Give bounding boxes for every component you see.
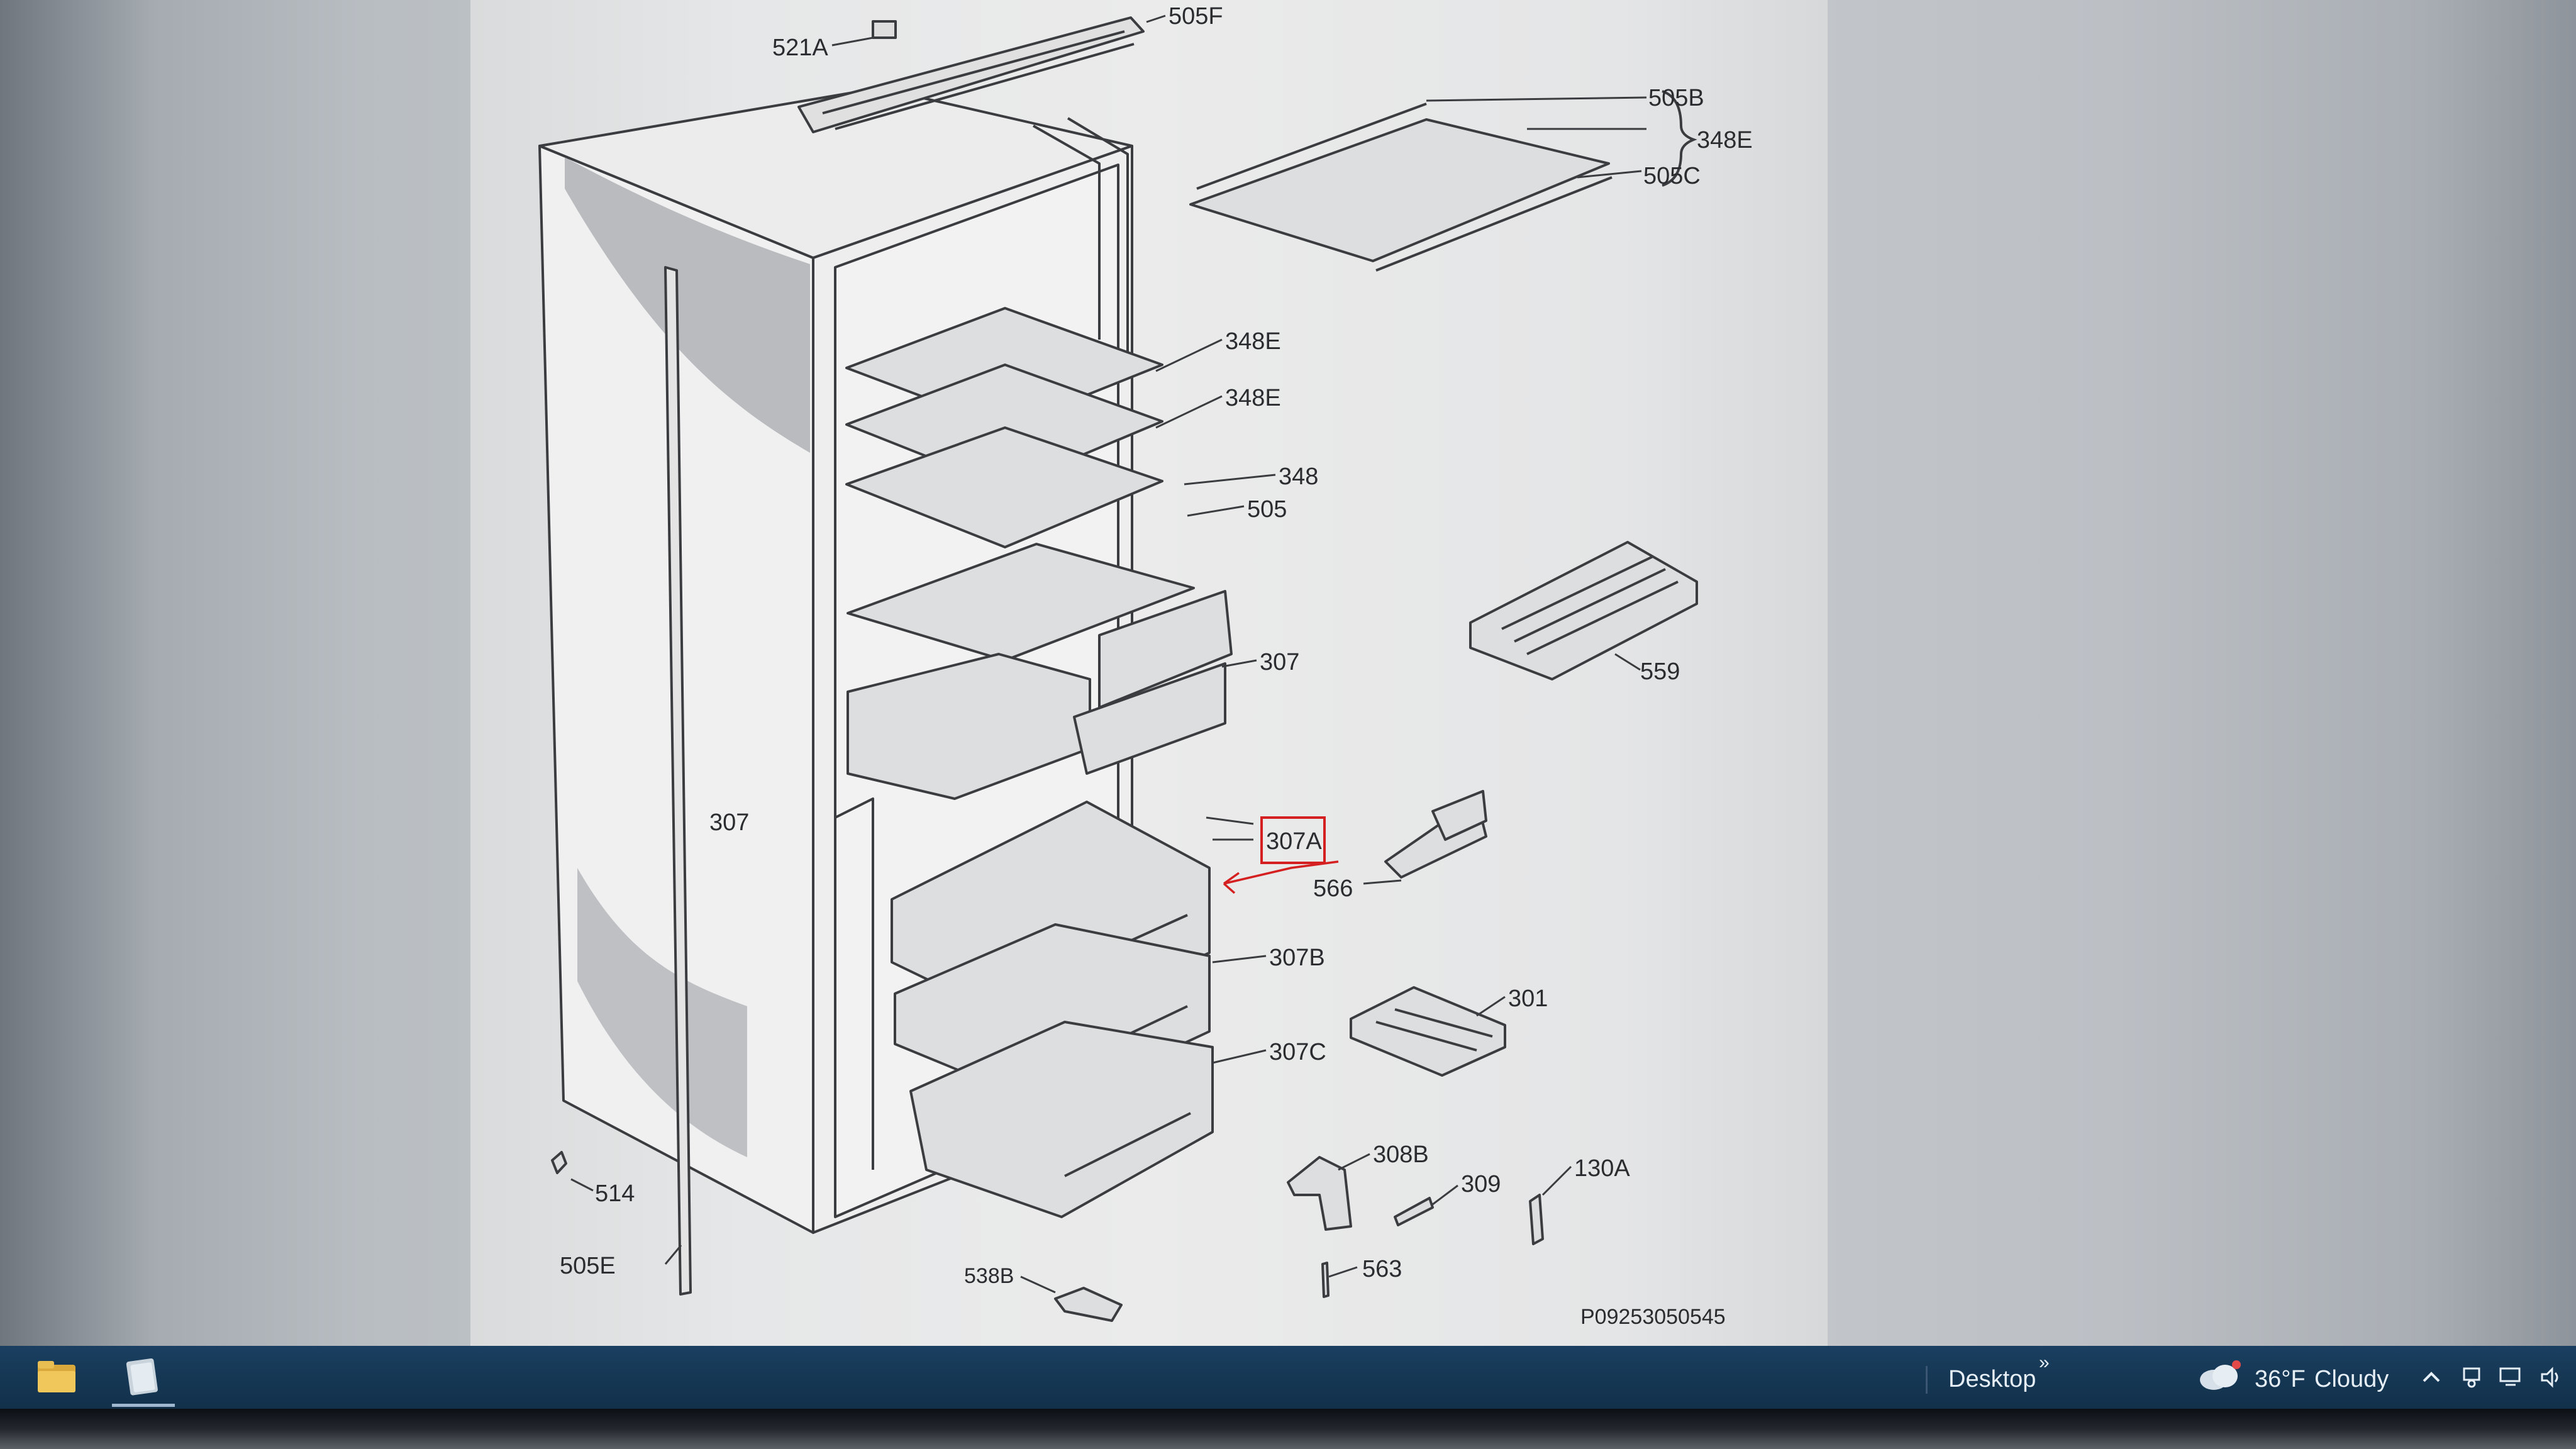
door-seal-strip	[664, 266, 692, 1296]
display-icon[interactable]	[2498, 1365, 2523, 1390]
toolbar-separator	[1926, 1366, 1928, 1394]
cover-538b	[1054, 1287, 1123, 1322]
label-307-left: 307	[709, 809, 749, 836]
cabinet-shelves	[845, 307, 1195, 662]
network-icon[interactable]	[2459, 1365, 2484, 1390]
file-explorer-icon[interactable]	[33, 1353, 80, 1401]
top-vent-panel	[797, 16, 1145, 133]
label-348: 348	[1279, 464, 1318, 490]
pin-563	[1321, 1262, 1330, 1298]
label-505c: 505C	[1643, 163, 1701, 189]
weather-condition[interactable]: Cloudy	[2314, 1366, 2389, 1392]
part-309	[1394, 1197, 1434, 1226]
ice-scraper-566	[1384, 790, 1487, 879]
hinge-308b	[1287, 1156, 1352, 1231]
label-309: 309	[1461, 1171, 1501, 1197]
screw-514	[551, 1151, 567, 1174]
label-566: 566	[1313, 875, 1353, 902]
label-505: 505	[1247, 496, 1287, 523]
label-307b: 307B	[1269, 945, 1325, 971]
label-563: 563	[1362, 1256, 1402, 1282]
label-130a: 130A	[1574, 1155, 1630, 1182]
weather-cloud-icon[interactable]	[2195, 1358, 2243, 1394]
label-348e-2: 348E	[1225, 385, 1281, 411]
label-307c: 307C	[1269, 1039, 1326, 1065]
monitor-bezel	[0, 1409, 2576, 1449]
label-301: 301	[1508, 985, 1548, 1012]
glass-shelf-348e	[1189, 103, 1613, 272]
leader-lines	[570, 14, 1697, 1294]
exploded-parts-diagram: 521A 505F 505B 348E 505C 348E 348E 348 5…	[538, 3, 1753, 1329]
ice-cube-tray-301	[1350, 986, 1506, 1077]
ice-tray-559	[1469, 541, 1698, 680]
label-559: 559	[1640, 658, 1680, 685]
volume-icon[interactable]	[2538, 1365, 2563, 1390]
drawing-number: P09253050545	[1580, 1305, 1726, 1329]
crisper-drawers-307	[847, 590, 1233, 800]
chevron-up-icon[interactable]	[2419, 1365, 2444, 1390]
bracket-130a	[1529, 1194, 1544, 1245]
desktop-toolbar-label[interactable]: Desktop	[1948, 1366, 2036, 1392]
freezer-drawer-307c	[909, 1021, 1214, 1218]
label-348e-group: 348E	[1697, 127, 1753, 153]
label-505e: 505E	[560, 1253, 616, 1279]
label-308b: 308B	[1373, 1141, 1429, 1168]
label-307a: 307A	[1266, 828, 1322, 855]
app-active-indicator	[112, 1404, 175, 1407]
part-labels: 521A 505F 505B 348E 505C 348E 348E 348 5…	[560, 3, 1753, 1329]
label-505f: 505F	[1169, 3, 1223, 30]
label-307-right: 307	[1260, 649, 1299, 675]
weather-temperature[interactable]: 36°F	[2255, 1366, 2306, 1392]
label-521a: 521A	[772, 35, 828, 61]
app-icon[interactable]	[119, 1353, 167, 1401]
label-505b: 505B	[1648, 85, 1704, 111]
label-348e-1: 348E	[1225, 328, 1281, 355]
label-514: 514	[595, 1180, 635, 1207]
desktop-toolbar-overflow[interactable]: »	[2039, 1352, 2050, 1373]
taskbar	[0, 1346, 2576, 1409]
part-highlight-307a	[1223, 816, 1339, 894]
part-521a	[872, 20, 897, 39]
label-538b: 538B	[964, 1264, 1014, 1288]
